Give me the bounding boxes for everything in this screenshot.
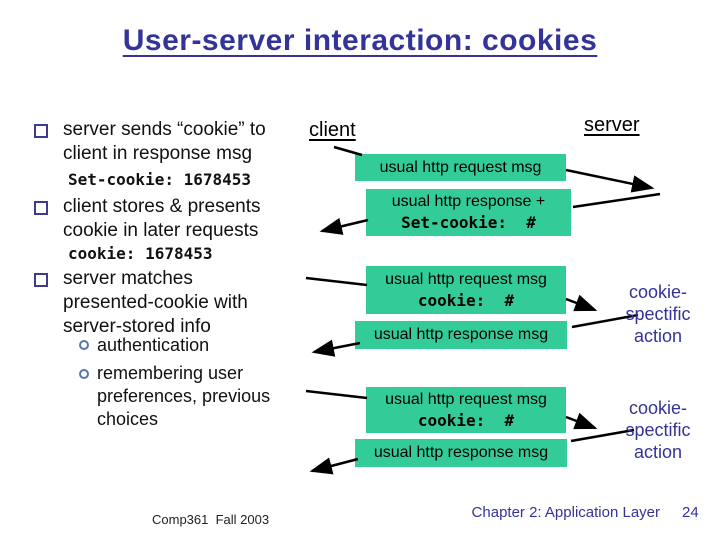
bullet-line: server-stored info [63, 316, 211, 337]
square-bullet-icon [34, 124, 48, 138]
square-bullet-icon [34, 201, 48, 215]
msg-code: cookie: # [417, 290, 515, 310]
footer-chapter: Chapter 2: Application Layer [471, 504, 660, 521]
sub-bullet-text-2: remembering user preferences, previous c… [97, 362, 307, 431]
footer-course: Comp361 Fall 2003 [152, 512, 270, 527]
arrow-head-response-2 [311, 339, 361, 357]
code-line-set-cookie: Set-cookie: 1678453 [68, 170, 252, 189]
msg-box-request-3: usual http request msg cookie: # [366, 387, 566, 433]
circle-bullet-icon [79, 340, 89, 350]
note-line: spectific [625, 304, 691, 324]
arrow-head-request-3 [565, 412, 598, 430]
msg-text: usual http request msg [385, 270, 547, 288]
bullet-text-3: server matches presented-cookie with ser… [63, 267, 328, 339]
msg-box-request-1: usual http request msg [355, 154, 566, 181]
bullet-line: server sends “cookie” to [63, 119, 266, 140]
note-line: cookie- [628, 398, 688, 418]
slide-title: User-server interaction: cookies [122, 24, 598, 57]
msg-box-response-3: usual http response msg [355, 439, 567, 467]
msg-text: usual http request msg [385, 390, 547, 408]
square-bullet-icon [34, 273, 48, 287]
sub-bullet-line: preferences, previous [97, 386, 271, 406]
arrow-tail-response-1 [572, 192, 661, 209]
arrow-head-request-1 [565, 168, 655, 193]
bullet-text-2: client stores & presents cookie in later… [63, 195, 328, 243]
msg-text: usual http response msg [373, 326, 549, 343]
msg-text: usual http response msg [373, 444, 549, 461]
bullet-text-1: server sends “cookie” to client in respo… [63, 118, 328, 166]
bullet-line: client in response msg [63, 143, 253, 164]
server-label: server [584, 114, 640, 136]
msg-box-response-2: usual http response msg [355, 321, 567, 349]
note-line: spectific [625, 420, 691, 440]
sub-bullet-line: authentication [97, 335, 210, 355]
sub-bullet-line: remembering user [97, 363, 244, 383]
cookie-action-note-2: cookie- spectific action [602, 397, 714, 463]
note-line: cookie- [628, 282, 688, 302]
arrow-tail-request-3 [305, 389, 368, 400]
arrow-head-response-1 [319, 217, 369, 235]
bullet-line: server matches [63, 268, 193, 289]
bullet-line: client stores & presents [63, 196, 261, 217]
sub-bullet-text-1: authentication [97, 334, 307, 357]
msg-text: usual http response + [391, 193, 546, 210]
note-line: action [633, 326, 683, 346]
code-line-cookie: cookie: 1678453 [68, 244, 213, 263]
msg-box-request-2: usual http request msg cookie: # [366, 266, 566, 314]
arrow-head-request-2 [565, 294, 598, 312]
cookie-action-note-1: cookie- spectific action [602, 281, 714, 347]
client-label: client [309, 119, 356, 141]
bullet-line: cookie in later requests [63, 220, 259, 241]
footer-page-number: 24 [682, 504, 699, 521]
msg-text: usual http request msg [379, 158, 542, 176]
msg-code: Set-cookie: # [401, 213, 536, 232]
arrow-head-response-3 [309, 457, 359, 475]
msg-code: cookie: # [417, 410, 515, 430]
note-line: action [633, 442, 683, 462]
bullet-line: presented-cookie with [63, 292, 248, 313]
sub-bullet-line: choices [97, 409, 159, 429]
circle-bullet-icon [79, 369, 89, 379]
msg-box-response-1: usual http response + Set-cookie: # [366, 189, 571, 236]
